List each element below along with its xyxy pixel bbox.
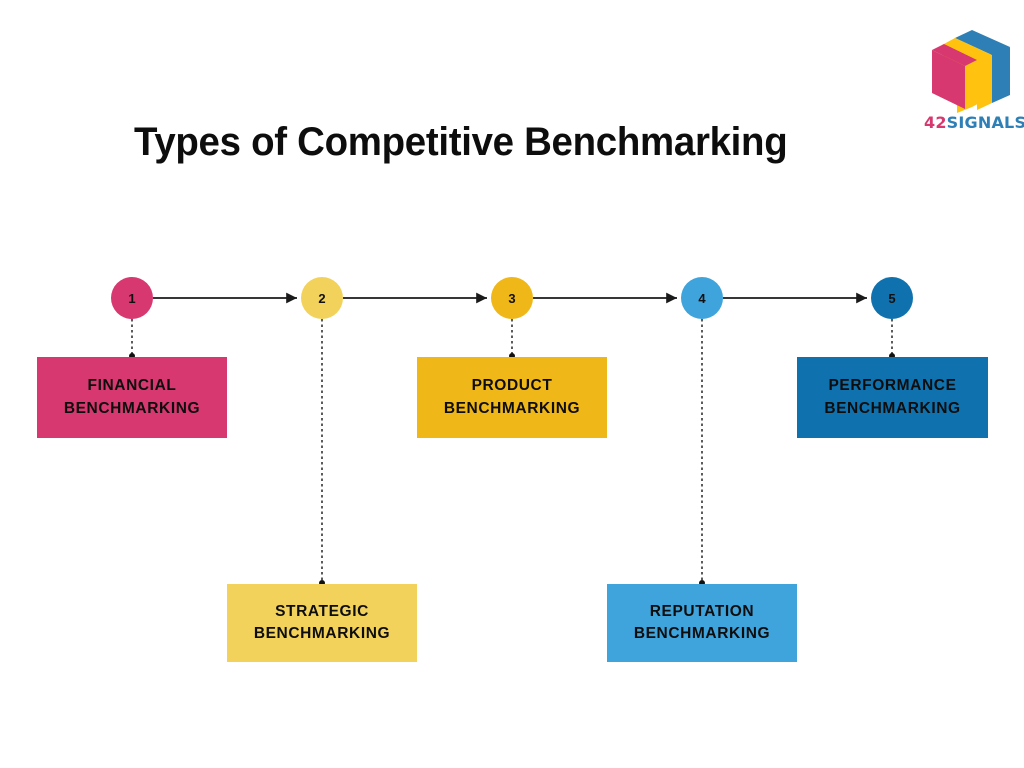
- timeline-node-3[interactable]: 3: [491, 277, 533, 319]
- timeline-node-4[interactable]: 4: [681, 277, 723, 319]
- brand-name-suffix: SIGNALS: [946, 113, 1024, 132]
- label-box-strategic-benchmarking[interactable]: STRATEGIC BENCHMARKING: [227, 584, 417, 662]
- label-box-performance-benchmarking[interactable]: PERFORMANCE BENCHMARKING: [797, 357, 988, 438]
- label-line-1: FINANCIAL: [87, 377, 177, 395]
- label-line-2: BENCHMARKING: [253, 625, 391, 642]
- timeline-node-2[interactable]: 2: [301, 277, 343, 319]
- timeline-node-1[interactable]: 1: [111, 277, 153, 319]
- timeline-node-2-number: 2: [318, 290, 326, 306]
- label-line-1: PRODUCT: [471, 377, 553, 395]
- label-line-2: BENCHMARKING: [824, 399, 961, 417]
- brand-logo: 42SIGNALS: [924, 14, 1024, 136]
- label-box-product-benchmarking[interactable]: PRODUCT BENCHMARKING: [417, 357, 607, 438]
- page-title: Types of Competitive Benchmarking: [134, 120, 788, 164]
- timeline-node-4-number: 4: [698, 290, 706, 306]
- isometric-cube-logo-icon: [932, 30, 1010, 113]
- timeline-node-5[interactable]: 5: [871, 277, 913, 319]
- label-line-1: STRATEGIC: [275, 602, 369, 620]
- label-line-2: BENCHMARKING: [443, 399, 581, 417]
- label-line-1: REPUTATION: [649, 602, 755, 620]
- timeline-node-3-number: 3: [508, 290, 516, 306]
- brand-name-prefix: 42: [924, 113, 947, 132]
- label-box-financial-benchmarking[interactable]: FINANCIAL BENCHMARKING: [37, 357, 227, 438]
- label-line-2: BENCHMARKING: [633, 625, 771, 642]
- label-box-reputation-benchmarking[interactable]: REPUTATION BENCHMARKING: [607, 584, 797, 662]
- label-line-2: BENCHMARKING: [63, 399, 201, 417]
- timeline-node-5-number: 5: [888, 290, 896, 306]
- label-line-1: PERFORMANCE: [828, 377, 957, 395]
- timeline-node-1-number: 1: [128, 290, 136, 306]
- brand-wordmark: 42SIGNALS: [924, 113, 1024, 132]
